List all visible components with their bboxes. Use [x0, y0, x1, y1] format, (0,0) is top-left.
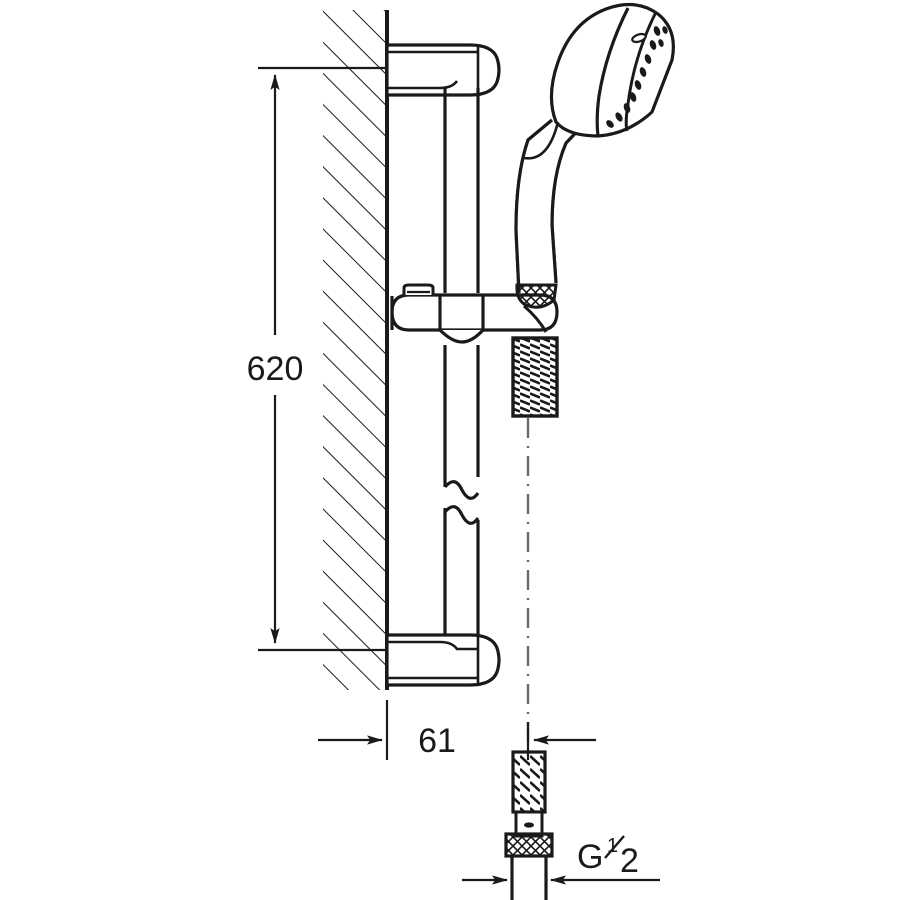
dimension-g-half-numerator: 1 — [607, 835, 618, 857]
wall-section — [323, 10, 389, 690]
hose-end-fitting — [504, 750, 554, 900]
upper-wall-bracket — [385, 43, 501, 97]
spray-nozzles — [606, 26, 668, 128]
dimension-g-half: G 1 2 — [462, 835, 660, 885]
hand-shower — [514, 2, 675, 333]
dimension-g-half-label-main: G — [577, 838, 603, 876]
dimension-61-label: 61 — [418, 722, 456, 760]
dimension-g-half-denominator: 2 — [620, 842, 639, 880]
shower-rail — [443, 88, 480, 645]
dimension-620: 620 — [247, 66, 387, 652]
hose-connector-upper — [511, 336, 559, 418]
lower-wall-bracket — [385, 633, 501, 687]
dimension-620-label: 620 — [247, 350, 304, 388]
dimension-61: 61 — [318, 700, 596, 760]
sliding-holder — [390, 283, 559, 344]
